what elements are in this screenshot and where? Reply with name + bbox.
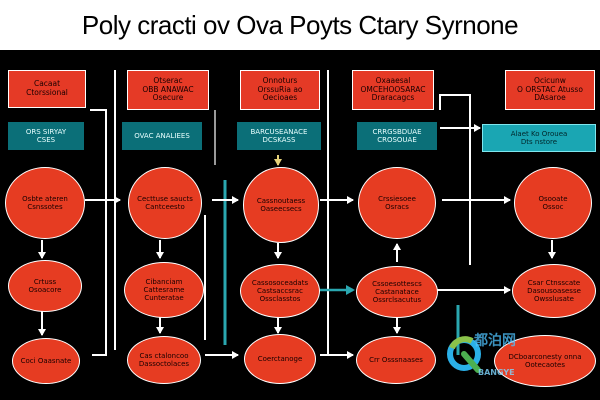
watermark-q-icon <box>447 336 481 373</box>
col3-node-2: Cassosoceadats Castsaccsrac Ossclasstos <box>240 264 320 318</box>
col1-header: Cacaat Ctorssional <box>8 70 86 108</box>
watermark-text-bottom: BANGYE <box>478 368 515 377</box>
watermark-logo <box>442 328 502 378</box>
col4-label: CRRGSBDUAE CROSOUAE <box>357 122 437 150</box>
col3-label: BARCUSEANACE DCSKASS <box>237 122 321 150</box>
col1-node-2: Crtuss Osoacore <box>8 260 82 312</box>
watermark-text-top: 都泊网 <box>474 333 516 349</box>
col3-node-3: Coerctanoge <box>244 334 316 384</box>
col4-header: Oxaaesal OMCEHOOSARAC Draracagcs <box>352 70 434 110</box>
col5-node-3: DCboarconesty onna Ootecaotes <box>494 335 596 387</box>
col2-label: OVAC ANALIEES <box>122 122 202 150</box>
spine-5 <box>439 94 471 265</box>
col5-label: Alaet Ko Orouea Dts nstore <box>482 124 596 152</box>
col3-header: Onnoturs OrssuRia ao Oecioaes <box>240 70 320 110</box>
col4-node-2: Cssoesottescs Castanatace Ossrclsacutus <box>356 266 438 318</box>
column-spines <box>90 70 471 356</box>
spine-1 <box>90 109 107 356</box>
col2-node-1: Cecttuse saucts Cantceesto <box>128 167 202 239</box>
title-band: Poly cracti ov Ova Poyts Ctary Syrnone <box>0 0 600 50</box>
col5-header: Ocicunw O ORSTAC Atusso DAsaroe <box>505 70 595 110</box>
col1-node-3: Coci Oaasnate <box>12 338 80 384</box>
arrows <box>38 124 556 359</box>
col4-node-3: Crr Osssnaases <box>356 336 436 384</box>
col5-node-1: Osooate Ossoc <box>514 167 592 239</box>
col2-node-2: Cibanciam Cattesrame Cunteratae <box>124 262 204 318</box>
col1-label: ORS SIRYAY CSES <box>8 122 84 150</box>
col4-node-1: Crssiesoee Osracs <box>358 167 436 239</box>
col3-node-1: Cassnoutaess Oaseecsecs <box>243 167 319 243</box>
diagram-title: Poly cracti ov Ova Poyts Ctary Syrnone <box>81 9 519 40</box>
col1-node-1: Osbte ateren Csnssotes <box>5 167 85 239</box>
col2-header: Otserac OBB ANAWAC Osecure <box>127 70 209 110</box>
col5-node-2: Csar Ctnsscate Dasousoasesse Owsslusate <box>512 264 596 318</box>
col2-node-3: Cas ctaloncoo Dassoctolaces <box>127 336 201 384</box>
